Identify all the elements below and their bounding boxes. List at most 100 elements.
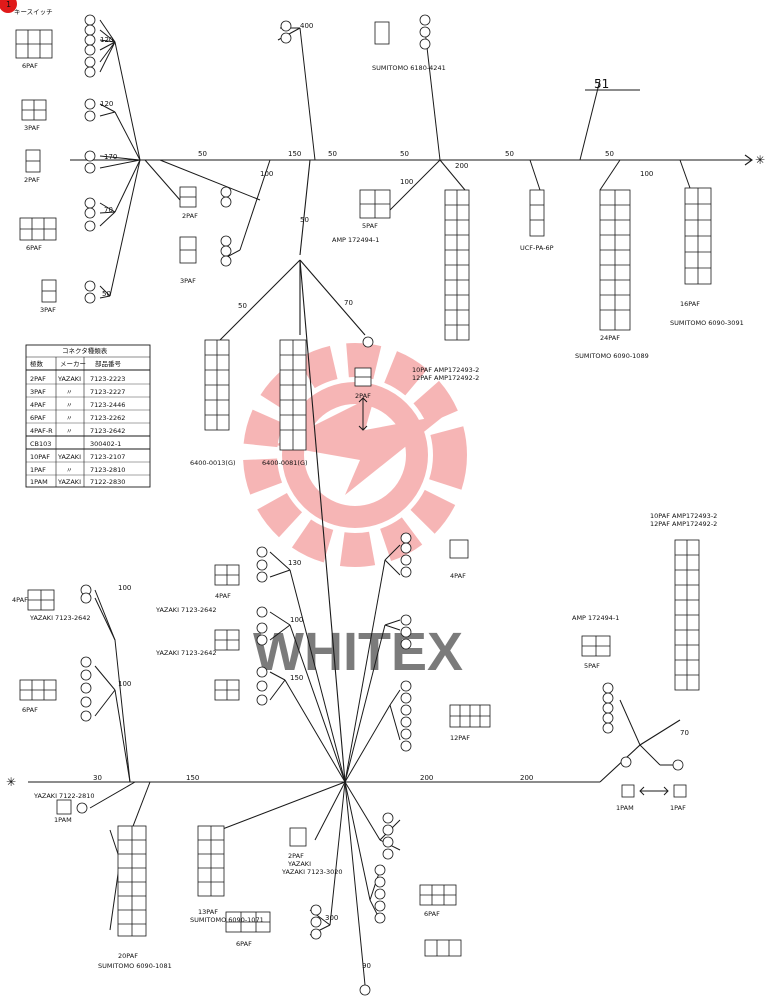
wire-length: 70 <box>680 729 689 737</box>
caption: YAZAKI 7123-2642 <box>155 649 217 657</box>
caption: 1PAM <box>54 816 72 824</box>
caption: 24PAF <box>600 334 620 342</box>
caption: SUMITOMO 6090-3091 <box>670 319 744 327</box>
connector-block <box>529 189 545 237</box>
legend-cell: 1PAF <box>30 466 46 474</box>
legend-cell: YAZAKI <box>57 478 81 486</box>
legend-cell: 〃 <box>66 401 73 409</box>
caption: 12PAF <box>450 734 470 742</box>
legend-cell: 10PAF <box>30 453 50 461</box>
wire-length: 170 <box>104 153 117 161</box>
caption: 12PAF AMP172492-2 <box>650 520 717 528</box>
wire-length: 50 <box>328 150 337 158</box>
wire-length: 50 <box>238 302 247 310</box>
caption: 1PAM <box>616 804 634 812</box>
continuation-star-icon: ✳ <box>6 775 16 789</box>
caption: 5PAF <box>584 662 600 670</box>
legend-cell: 3PAF <box>30 388 46 396</box>
pin-circles <box>76 14 684 996</box>
watermark-text: WHITEX <box>253 622 463 682</box>
connector-captions: キースイッチ 6PAF 3PAF 2PAF 6PAF 3PAF 2PAF 3PA… <box>12 8 744 970</box>
caption: 2PAF <box>24 176 40 184</box>
legend-cell: 6PAF <box>30 414 46 422</box>
wire-length: 50 <box>605 150 614 158</box>
wire-length: 70 <box>104 206 113 214</box>
legend-cell: CB103 <box>30 440 51 448</box>
continuation-star-icon: ✳ <box>755 153 765 167</box>
wire-length: 70 <box>344 299 353 307</box>
caption: 2PAF <box>355 392 371 400</box>
caption: 6PAF <box>22 706 38 714</box>
connector-block <box>424 939 462 957</box>
caption: SUMITOMO 6090-1071 <box>190 916 264 924</box>
caption: UCF-PA-6P <box>520 244 554 252</box>
caption: AMP 172494-1 <box>572 614 619 622</box>
caption: 6PAF <box>236 940 252 948</box>
legend-cell: 7123-2227 <box>90 388 125 396</box>
wire-length: 100 <box>640 170 653 178</box>
caption: YAZAKI 7123-3020 <box>281 868 343 876</box>
caption: 1PAF <box>670 804 686 812</box>
watermark: WHITEX <box>243 343 467 682</box>
legend-cell: 7123-2642 <box>90 427 125 435</box>
wire-length: 150 <box>288 150 301 158</box>
legend-cell: YAZAKI <box>57 453 81 461</box>
caption: YAZAKI 7123-2642 <box>29 614 91 622</box>
legend-cell: 7123-2107 <box>90 453 125 461</box>
legend-header: メーカー <box>60 360 86 368</box>
connector-block <box>449 539 469 559</box>
wire-length: 50 <box>505 150 514 158</box>
wire-length: 400 <box>300 22 313 30</box>
wire-length: 50 <box>102 290 111 298</box>
caption: YAZAKI 7123-2642 <box>155 606 217 614</box>
legend-cell: 〃 <box>66 427 73 435</box>
caption: 20PAF <box>118 952 138 960</box>
wire-length: 120 <box>100 100 113 108</box>
caption: 6400-0013(G) <box>190 459 236 467</box>
caption: 3PAF <box>180 277 196 285</box>
top-left-branches <box>99 19 691 299</box>
caption: 3PAF <box>24 124 40 132</box>
legend-cell: YAZAKI <box>57 375 81 383</box>
legend-cell: 〃 <box>66 388 73 396</box>
caption-key-switch: キースイッチ <box>14 8 53 16</box>
caption: 16PAF <box>680 300 700 308</box>
wire-length: 30 <box>93 774 102 782</box>
caption: SUMITOMO 6090-1081 <box>98 962 172 970</box>
wire-length: 200 <box>455 162 468 170</box>
wire-length: 100 <box>400 178 413 186</box>
legend-title: コネクタ種類表 <box>62 346 108 355</box>
wire-length: 100 <box>290 616 303 624</box>
legend-cell: 7123-2223 <box>90 375 125 383</box>
caption: 13PAF <box>198 908 218 916</box>
caption: 6PAF <box>424 910 440 918</box>
connector-blocks <box>15 21 712 957</box>
caption: 6PAF <box>22 62 38 70</box>
wire-length-labels: 120 120 170 70 50 50 150 50 50 50 50 200… <box>93 22 689 970</box>
watermark-gear-icon <box>243 343 467 567</box>
connector-legend-table: コネクタ種類表 極数 メーカー 部品番号 2PAF YAZAKI 7123-22… <box>25 344 151 488</box>
callout-51: 51 <box>594 77 609 91</box>
wire-length: 50 <box>198 150 207 158</box>
legend-cell: 1PAM <box>30 478 48 486</box>
caption: YAZAKI <box>287 860 311 868</box>
caption: AMP 172494-1 <box>332 236 379 244</box>
legend-cell: 7123-2262 <box>90 414 125 422</box>
wire-length: 100 <box>260 170 273 178</box>
legend-cell: 4PAF-R <box>30 427 53 435</box>
caption: YAZAKI 7122-2810 <box>33 792 95 800</box>
mating-arrow-icon <box>358 397 368 431</box>
caption: SUMITOMO 6090-1089 <box>575 352 649 360</box>
caption: 4PAF <box>12 596 28 604</box>
caption: 6PAF <box>26 244 42 252</box>
legend-cell: 4PAF <box>30 401 46 409</box>
wire-length: 120 <box>100 36 113 44</box>
trunk-lines <box>28 154 753 783</box>
caption: SUMITOMO 6180-4241 <box>372 64 446 72</box>
legend-cell: 7123-2810 <box>90 466 125 474</box>
connector-block <box>673 784 687 798</box>
caption: 2PAF <box>182 212 198 220</box>
caption: 4PAF <box>450 572 466 580</box>
legend-cell: 〃 <box>66 466 73 474</box>
